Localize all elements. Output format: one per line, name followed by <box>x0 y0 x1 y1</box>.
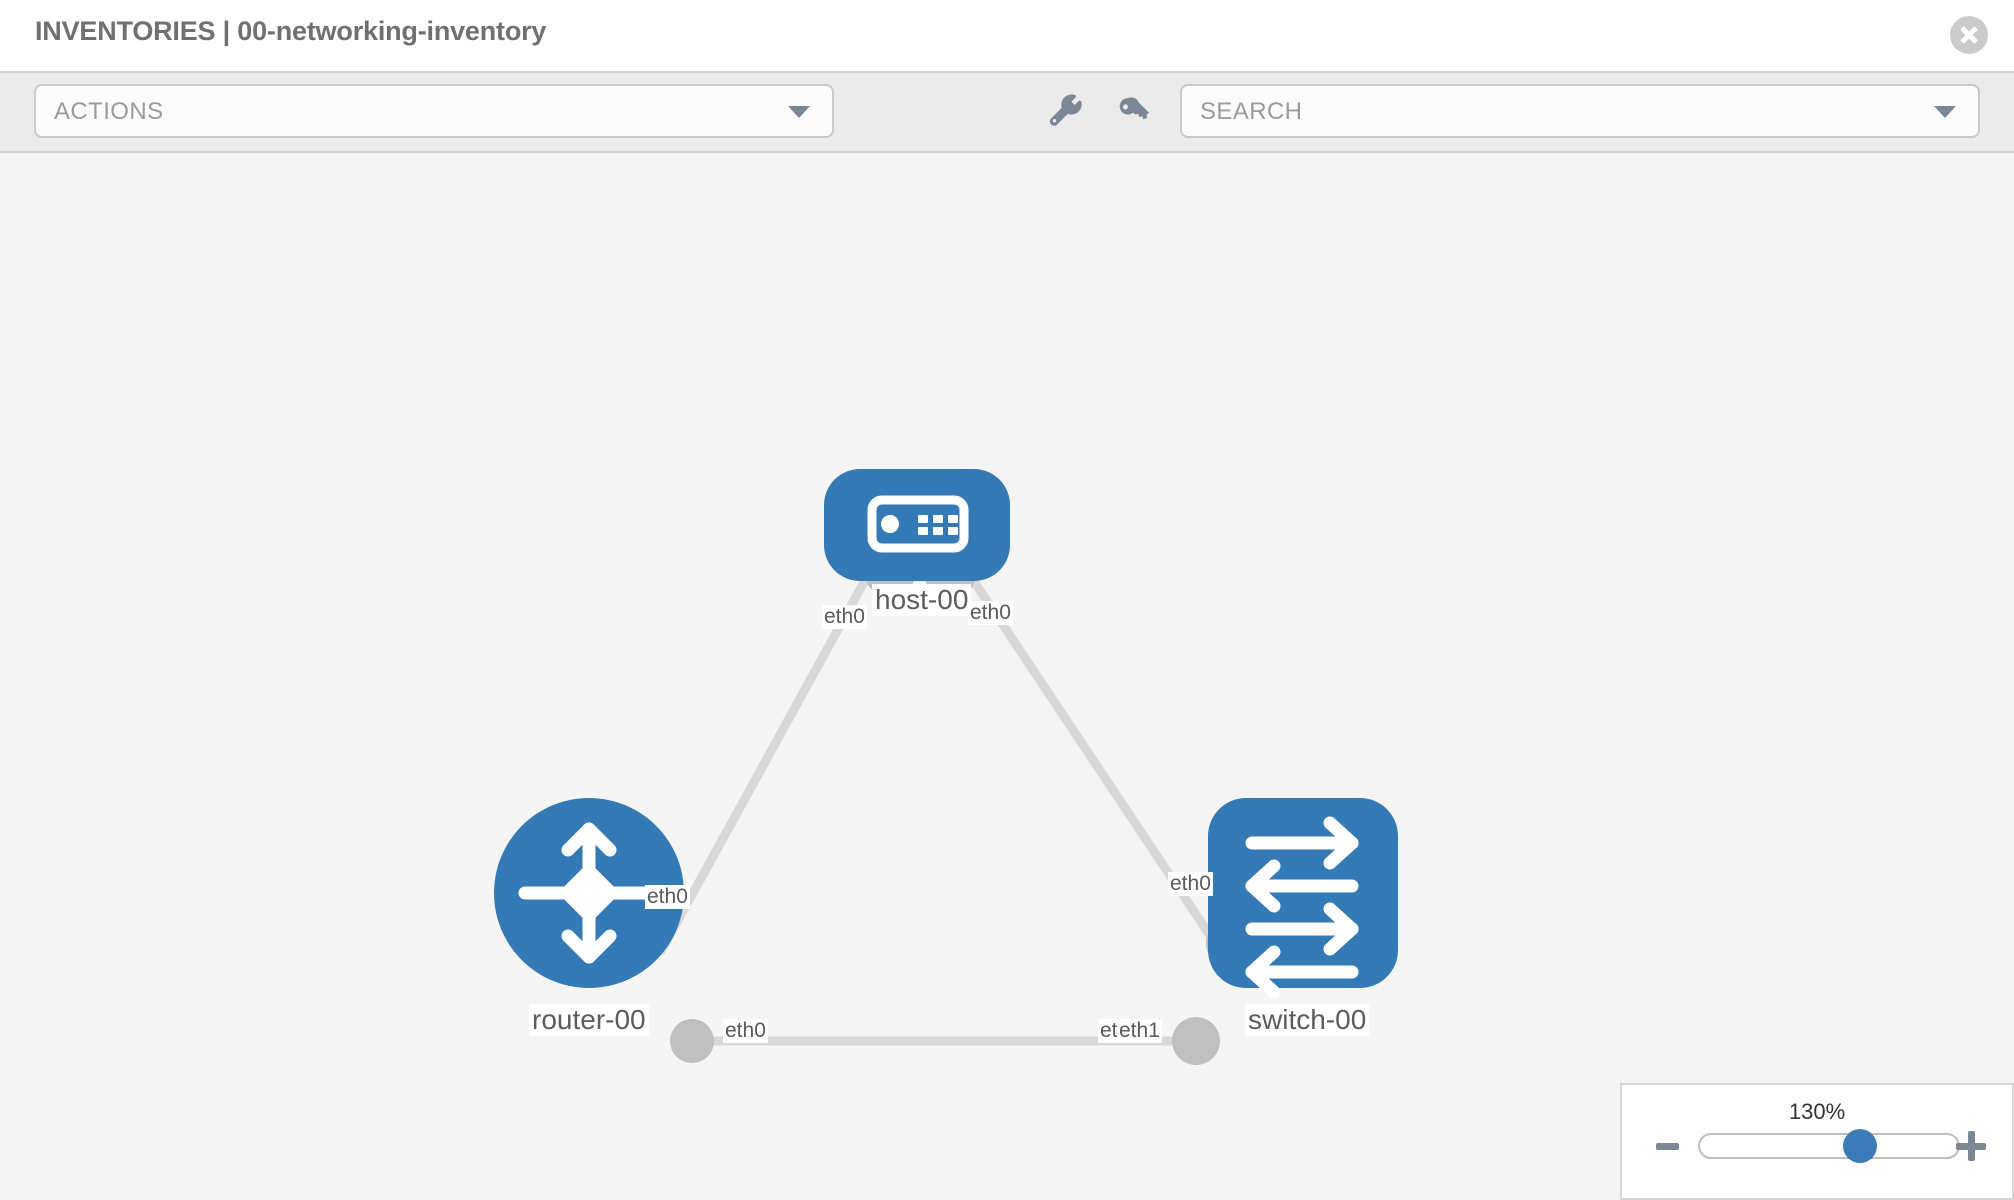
server-icon-led <box>881 515 899 533</box>
node-label-router-00: router-00 <box>529 1004 649 1037</box>
zoom-slider-track[interactable] <box>1698 1129 1960 1163</box>
node-router-00 <box>494 798 684 988</box>
interface-dot-group <box>670 545 1258 1065</box>
zoom-control-panel: 130% <box>1620 1083 2014 1200</box>
search-placeholder: SEARCH <box>1200 98 1303 125</box>
edge-label-switch-uplink: eth0 <box>1168 872 1213 897</box>
edge-label-router-eth0: eth0 <box>723 1019 768 1044</box>
edge-label-host-left: eth0 <box>822 605 867 630</box>
node-switch-00 <box>1208 798 1398 999</box>
chevron-down-icon <box>1934 106 1956 118</box>
toolbar: ACTIONS SEARCH <box>0 71 2014 153</box>
node-host-00 <box>824 469 1010 581</box>
zoom-out-button[interactable] <box>1656 1143 1679 1150</box>
page-header: INVENTORIES | 00-networking-inventory <box>0 0 2014 71</box>
wrench-icon[interactable] <box>1047 93 1085 131</box>
zoom-percent-label: 130% <box>1788 1099 1846 1124</box>
zoom-slider-thumb[interactable] <box>1842 1129 1877 1163</box>
edge-label-router-uplink: eth0 <box>645 885 690 910</box>
topology-graph <box>494 469 1398 1065</box>
router-icon <box>518 822 660 964</box>
key-icon[interactable] <box>1115 93 1153 131</box>
search-input[interactable]: SEARCH <box>1180 84 1980 138</box>
interface-dot-router-right <box>670 1019 714 1063</box>
page-title: INVENTORIES | 00-networking-inventory <box>35 16 547 46</box>
node-label-switch-00: switch-00 <box>1245 1004 1370 1037</box>
edge-label-switch-eth1: eth1 <box>1117 1019 1162 1044</box>
edge-group <box>656 550 1219 1046</box>
topology-canvas[interactable]: host-00 router-00 switch-00 eth0 eth0 et… <box>0 153 2014 1200</box>
switch-icon <box>1245 816 1359 999</box>
node-label-host-00: host-00 <box>872 584 972 617</box>
server-icon <box>867 495 969 553</box>
actions-dropdown[interactable]: ACTIONS <box>34 84 834 138</box>
server-icon-ports <box>918 515 958 535</box>
zoom-in-button[interactable] <box>1956 1131 1986 1161</box>
close-icon[interactable] <box>1950 16 1988 54</box>
interface-dot-switch-left <box>1172 1017 1220 1065</box>
actions-dropdown-label: ACTIONS <box>54 98 164 125</box>
chevron-down-icon <box>788 106 810 118</box>
edge-label-host-right: eth0 <box>968 601 1013 626</box>
